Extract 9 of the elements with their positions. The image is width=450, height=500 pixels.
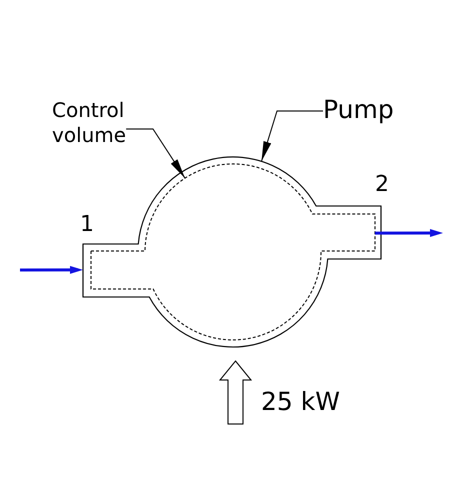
leader-arrow bbox=[261, 110, 324, 162]
callout-label: Control volume bbox=[52, 98, 126, 148]
callout-label: Pump bbox=[323, 97, 394, 122]
power-label: 25 kW bbox=[261, 389, 340, 414]
leader-arrow bbox=[126, 128, 186, 179]
flow-arrow bbox=[375, 229, 443, 238]
station-number: 2 bbox=[375, 174, 389, 196]
flow-arrow bbox=[20, 266, 83, 274]
station-number: 1 bbox=[80, 214, 94, 236]
